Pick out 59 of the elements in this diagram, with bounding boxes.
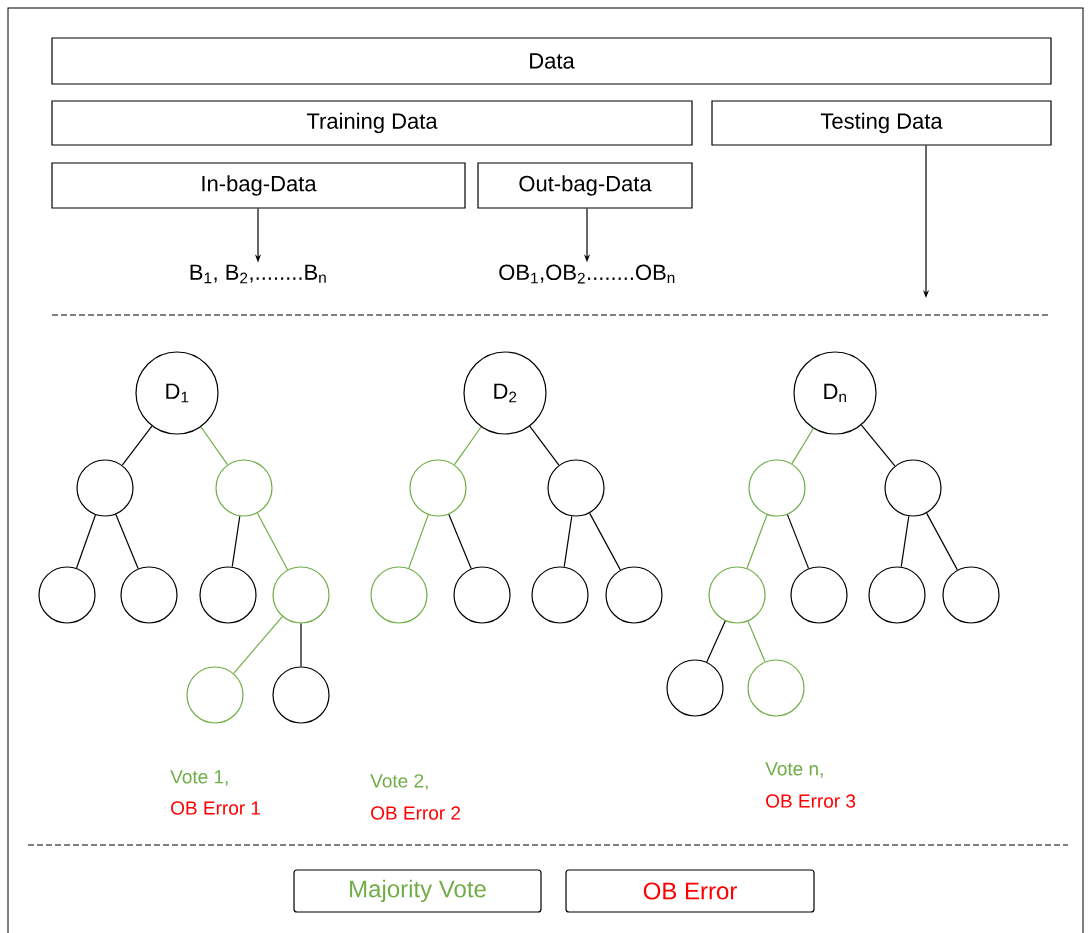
tree-node-circle [186,666,244,724]
tree-node-circle [605,566,663,624]
tree-branch [589,512,621,571]
vote-label: Vote n, [765,762,823,778]
tree-node-circle [272,566,330,624]
tree-branch [786,514,810,569]
tree-branch [121,425,153,466]
tree-node-circle [531,566,589,624]
sample-label: B$_{1}$, B$_{2}$,........B$_{n}$ [190,264,326,284]
text-box: In-bag-Data [51,162,466,209]
tree-branch [926,512,958,571]
tree-branch [529,425,560,466]
tree-branch [706,620,726,663]
tree-branch [408,514,429,569]
vote-label: OB Error 1 [171,801,261,815]
text-box: OB Error [565,869,815,913]
tree-node-circle [199,566,257,624]
tree-branch [453,426,482,466]
tree-branch [200,426,229,466]
tree-branch [256,512,289,571]
text-box: Testing Data [711,100,1052,146]
vote-label: OB Error 3 [766,794,856,808]
tree-branch [76,514,97,569]
tree-node-circle [370,566,428,624]
tree-node-circle [453,566,511,624]
tree-node-circle [76,459,134,517]
vote-label: OB Error 2 [371,806,461,820]
text-box: Out-bag-Data [477,162,693,209]
tree-node-circle [666,659,724,717]
tree-node-circle [38,566,96,624]
vote-label: Vote 1, [170,770,228,786]
tree-branch [860,424,896,467]
tree-node-circle [790,566,848,624]
tree-branch [231,515,241,568]
tree-branch [448,513,472,570]
tree-branch [115,513,139,570]
tree-branch [233,616,283,674]
tree-branch [747,620,766,663]
text-box: Majority Vote [293,869,542,913]
tree-node-circle [215,459,273,517]
tree-branch [900,515,910,568]
text-box: Data [51,37,1052,85]
vote-label: Vote 2, [370,774,428,790]
tree-node-circle [120,566,178,624]
tree-branch [300,623,302,667]
tree-node-circle [272,666,330,724]
tree-node-circle [868,566,926,624]
sample-label: OB$_{1}$,OB$_{2}$........OB$_{n}$ [499,264,675,284]
text-box: Training Data [51,100,693,146]
tree-node-circle [547,459,605,517]
tree-node-circle [748,459,806,517]
tree-node-circle [942,566,1000,624]
tree-branch [791,427,814,465]
tree-node-circle [708,566,766,624]
tree-node-circle [747,659,805,717]
tree-node-circle [409,459,467,517]
tree-branch [746,514,768,569]
tree-node-circle [884,459,942,517]
tree-branch [563,515,573,568]
